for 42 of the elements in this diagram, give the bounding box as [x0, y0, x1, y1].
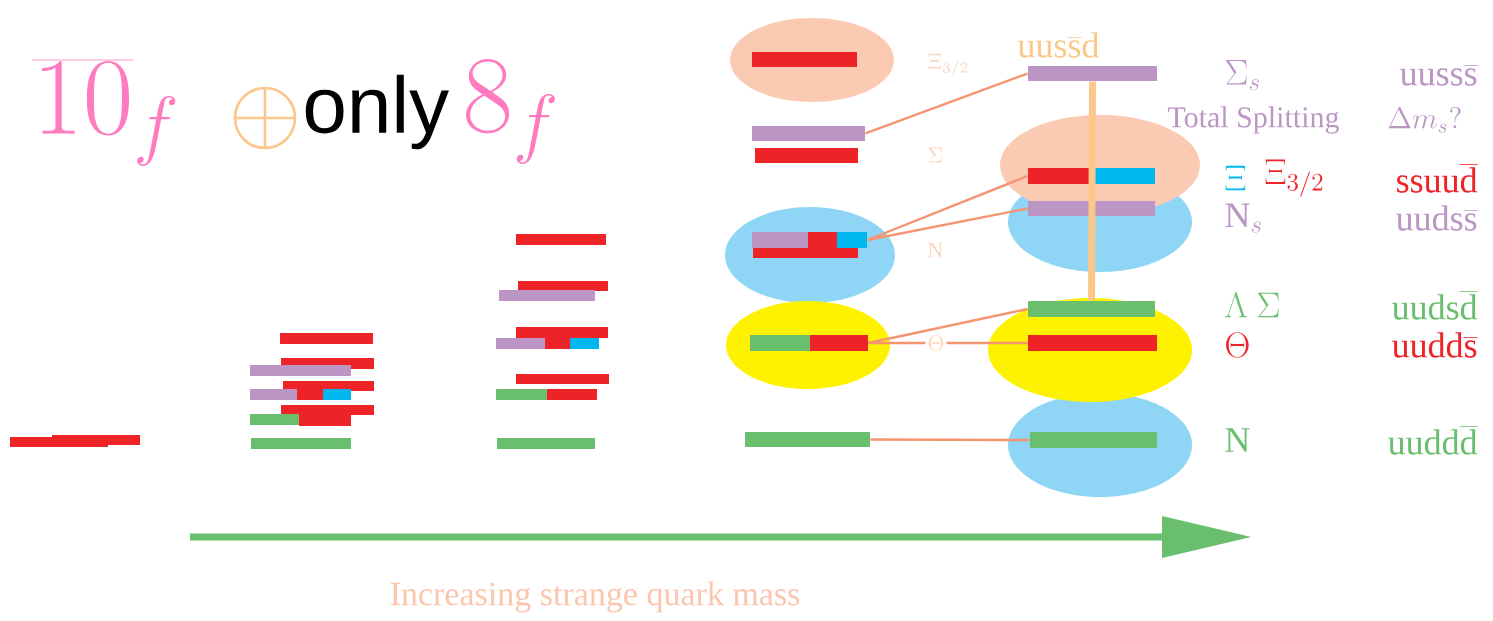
quark-content-label: $\mathrm{uudd\overline{d}}$ [1388, 426, 1478, 455]
particle-label: $\mathrm{N}$ [928, 242, 943, 258]
particle-label: $\Xi_{3/2}$ [928, 53, 968, 77]
multiplet-label: $8_f$ [466, 59, 555, 164]
energy-level-bar [1028, 201, 1155, 216]
particle-label: $\Sigma_s$ [1226, 60, 1259, 91]
connector-line [868, 341, 1028, 345]
connector-line [865, 72, 1029, 135]
particle-label: $\mathrm{N}$ [1225, 428, 1250, 452]
energy-level-bar [752, 126, 865, 141]
energy-level-bar [1028, 168, 1155, 184]
energy-level-bar [752, 52, 857, 67]
connector-line [870, 438, 1030, 442]
quark-content-label: $\mathrm{uuss\overline{s}}$ [1400, 65, 1478, 86]
energy-level-bar [1030, 432, 1157, 448]
quark-content-label: $\mathrm{uudd\overline{s}}$ [1392, 332, 1478, 358]
particle-label: $\mathrm{N}_s$ [1225, 203, 1261, 233]
energy-level-bar [750, 335, 868, 351]
quark-content-label: $\mathrm{ssuu\overline{d}}$ [1397, 164, 1478, 193]
energy-level-bar [745, 432, 870, 447]
particle-label: $\Theta$ [925, 333, 947, 353]
particle-label: $\Sigma$ [928, 147, 943, 163]
connector-line [866, 174, 1029, 242]
axis-label: Increasing strange quark mass [390, 581, 800, 613]
particle-label: $\Lambda\ \Sigma$ [1225, 291, 1279, 318]
connector-line [868, 307, 1028, 345]
annotation-text: Total Splitting [1167, 106, 1339, 134]
particle-label: $\Theta$ [1226, 332, 1249, 358]
particle-label: $\Xi_{3/2}$ [1265, 159, 1323, 197]
energy-level-bar [1028, 335, 1157, 351]
connector-line [867, 207, 1028, 242]
energy-level-bar [1028, 66, 1157, 81]
multiplet-label: $\overline{10}_f$ [32, 60, 176, 166]
energy-level-bar [755, 148, 858, 163]
annotation-formula: $\Delta m_s?$ [1388, 106, 1461, 133]
quark-content-label: $\mathrm{uuds\overline{s}}$ [1396, 205, 1478, 231]
annotation-text: only [305, 74, 449, 150]
particle-label: $\Xi$ [1225, 165, 1246, 191]
energy-level-bar [1028, 301, 1155, 317]
quark-content-label: $\mathrm{uus\overline{s}d}$ [1017, 32, 1099, 58]
energy-level-bar [752, 232, 867, 258]
quark-content-label: $\mathrm{uuds\overline{d}}$ [1392, 291, 1478, 320]
